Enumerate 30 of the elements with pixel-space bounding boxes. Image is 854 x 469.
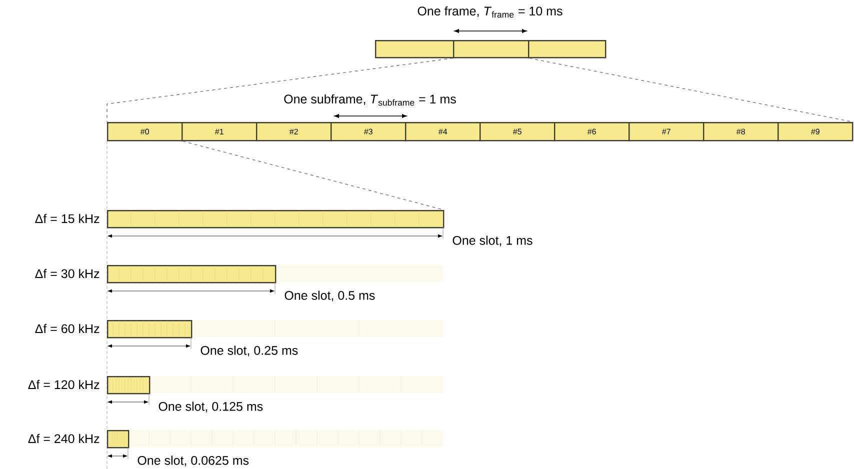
subframe-cell: #6: [554, 122, 630, 142]
spacing-label: Δf = 240 kHz: [28, 434, 100, 444]
subframe-cell: #1: [182, 122, 258, 142]
slot-bar: [107, 265, 276, 284]
slot-bar: [107, 210, 444, 228]
slot-duration-label: One slot, 0.0625 ms: [138, 456, 249, 466]
dimension-label: One subframe, T$_{subframe}$ = 1 ms: [284, 94, 456, 106]
subframe-cell: #5: [480, 122, 556, 142]
subframe-cell: #2: [256, 122, 332, 142]
zoom-line: [106, 58, 454, 122]
frame-cell: [528, 40, 606, 58]
spacing-label: Δf = 15 kHz: [35, 214, 100, 224]
slot-duration-label: One slot, 0.25 ms: [200, 346, 298, 356]
subframe-cell: #8: [703, 122, 779, 142]
spacing-label: Δf = 120 kHz: [28, 380, 100, 390]
frame-cell: [453, 40, 530, 58]
subframe-cell: #3: [330, 122, 406, 142]
frame-cell: [375, 40, 454, 58]
subframe-cell: #4: [405, 122, 481, 142]
spacing-label: Δf = 30 kHz: [35, 268, 100, 278]
dimension-label: One frame, T$_{frame}$ = 10 ms: [418, 6, 562, 18]
zoom-line: [182, 140, 445, 210]
subframe-cell: #0: [107, 122, 183, 142]
slot-duration-label: One slot, 1 ms: [452, 236, 532, 246]
slot-duration-label: One slot, 0.5 ms: [284, 290, 375, 302]
zoom-line: [528, 58, 854, 122]
spacing-label: Δf = 60 kHz: [35, 324, 100, 334]
subframe-cell: #9: [778, 122, 854, 142]
slot-duration-label: One slot, 0.125 ms: [158, 402, 263, 412]
subframe-cell: #7: [628, 122, 704, 142]
